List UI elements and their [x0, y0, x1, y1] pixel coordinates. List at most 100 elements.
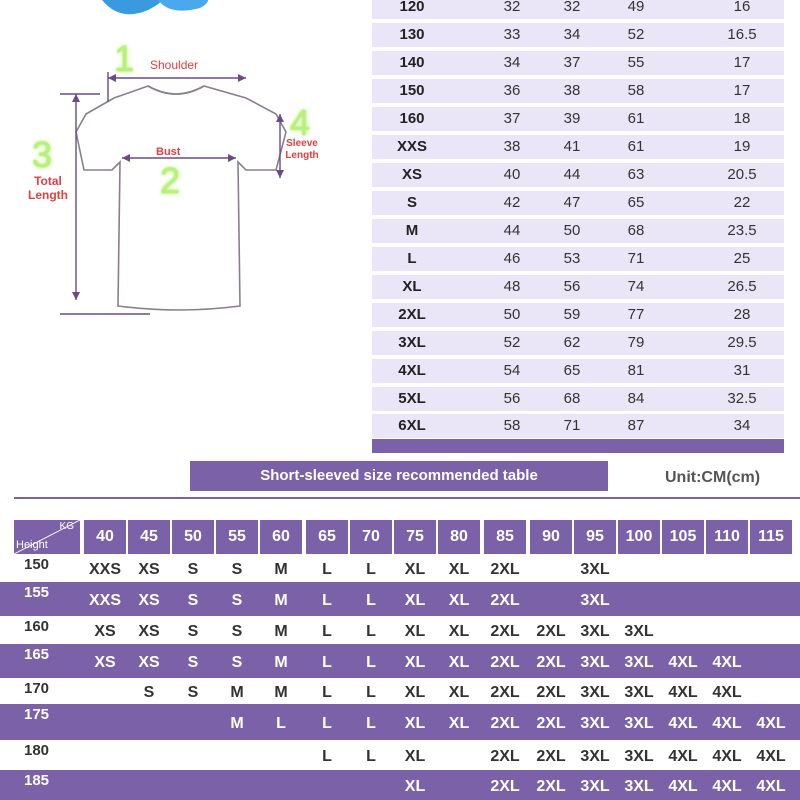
- size-chart-value-cell: 40: [503, 166, 521, 183]
- recommended-size-cell: L: [322, 623, 332, 640]
- weight-header-cell: 90: [530, 520, 572, 554]
- recommended-size-cell: L: [366, 748, 376, 765]
- recommended-size-cell: M: [274, 561, 288, 578]
- weight-header-cell: 75: [394, 520, 436, 554]
- recommended-size-cell: XL: [448, 592, 470, 609]
- weight-header-cell: 105: [662, 520, 704, 554]
- recommended-size-cell: 4XL: [668, 715, 698, 732]
- size-chart-size-cell: 4XL: [398, 362, 426, 379]
- size-chart-value-cell: 54: [503, 362, 521, 379]
- weight-header-cell: 65: [306, 520, 348, 554]
- size-chart-value-cell: 39: [563, 110, 581, 127]
- weight-header-cell: 95: [574, 520, 616, 554]
- size-chart-value-cell: 87: [627, 417, 645, 434]
- recommended-size-cell: S: [231, 561, 243, 578]
- size-chart-value-cell: 16: [733, 0, 751, 15]
- size-chart-value-cell: 84: [627, 390, 645, 407]
- recommended-size-cell: 2XL: [536, 654, 566, 671]
- weight-header-cell: 55: [216, 520, 258, 554]
- recommended-size-cell: 3XL: [580, 561, 610, 578]
- recommended-size-cell: 3XL: [580, 623, 610, 640]
- height-cell: 155: [24, 584, 50, 601]
- size-chart-value-cell: 48: [503, 278, 521, 295]
- recommended-size-cell: 4XL: [756, 748, 786, 765]
- recommended-size-cell: L: [276, 715, 286, 732]
- recommended-size-cell: 2XL: [490, 715, 520, 732]
- size-chart-value-cell: 44: [503, 222, 521, 239]
- size-chart-value-cell: 33: [503, 26, 521, 43]
- recommended-size-cell: 3XL: [624, 654, 654, 671]
- recommended-size-cell: XL: [448, 623, 470, 640]
- recommended-size-cell: XL: [404, 623, 426, 640]
- size-chart-value-cell: 34: [563, 26, 581, 43]
- recommended-size-cell: S: [187, 684, 199, 701]
- size-chart-value-cell: 56: [503, 390, 521, 407]
- recommended-size-cell: XL: [404, 715, 426, 732]
- height-cell: 150: [24, 556, 50, 573]
- size-chart-value-cell: 32.5: [727, 390, 757, 407]
- size-chart-value-cell: 17: [733, 54, 751, 71]
- recommended-size-cell: M: [274, 623, 288, 640]
- size-chart-size-cell: 5XL: [398, 390, 426, 407]
- size-chart-size-cell: 130: [399, 26, 425, 43]
- size-chart-value-cell: 53: [563, 250, 581, 267]
- recommended-size-cell: L: [366, 592, 376, 609]
- recommended-size-cell: 3XL: [580, 684, 610, 701]
- recommended-size-cell: S: [187, 654, 199, 671]
- size-chart-value-cell: 22: [733, 194, 751, 211]
- size-chart-value-cell: 74: [627, 278, 645, 295]
- recommended-size-cell: M: [274, 654, 288, 671]
- size-chart-size-cell: 150: [399, 82, 425, 99]
- recommended-size-cell: L: [322, 592, 332, 609]
- size-chart-size-cell: 3XL: [398, 334, 426, 351]
- recommended-size-cell: L: [322, 748, 332, 765]
- recommended-size-cell: S: [187, 623, 199, 640]
- size-chart-value-cell: 47: [563, 194, 581, 211]
- recommended-size-cell: XS: [94, 623, 116, 640]
- sleeve-length-number: 4: [290, 102, 311, 143]
- size-chart-value-cell: 59: [563, 306, 581, 323]
- recommended-size-cell: L: [322, 561, 332, 578]
- recommended-size-cell: 4XL: [712, 684, 742, 701]
- recommended-size-cell: M: [230, 684, 244, 701]
- size-chart-value-cell: 20.5: [727, 166, 757, 183]
- weight-header-cell: 80: [438, 520, 480, 554]
- recommended-size-cell: XL: [404, 684, 426, 701]
- recommended-size-cell: S: [187, 592, 199, 609]
- section-divider: [14, 497, 800, 499]
- recommended-size-cell: 2XL: [490, 778, 520, 795]
- recommended-size-cell: 3XL: [580, 748, 610, 765]
- weight-header-cell: 40: [84, 520, 126, 554]
- brand-logo-fragment: [102, 0, 208, 15]
- size-chart-footer-bar: [372, 439, 784, 453]
- recommended-size-cell: 2XL: [536, 778, 566, 795]
- size-chart-value-cell: 68: [563, 390, 581, 407]
- weight-header-cell: 70: [350, 520, 392, 554]
- size-chart-size-cell: XL: [402, 278, 422, 295]
- size-chart-row: 5XL 56 68 84 32.5: [372, 387, 784, 413]
- size-chart-size-cell: 140: [399, 54, 425, 71]
- weight-header-cell: 45: [128, 520, 170, 554]
- recommended-size-cell: 4XL: [668, 778, 698, 795]
- recommended-size-cell: 4XL: [756, 778, 786, 795]
- size-chart-value-cell: 71: [563, 417, 581, 434]
- size-chart-value-cell: 61: [627, 110, 645, 127]
- size-chart-value-cell: 38: [563, 82, 581, 99]
- size-chart-value-cell: 19: [733, 138, 751, 155]
- recommended-size-cell: 3XL: [624, 778, 654, 795]
- recommended-size-cell: 3XL: [624, 715, 654, 732]
- size-chart-value-cell: 18: [733, 110, 751, 127]
- recommended-size-cell: XS: [138, 623, 160, 640]
- size-chart-value-cell: 36: [503, 82, 521, 99]
